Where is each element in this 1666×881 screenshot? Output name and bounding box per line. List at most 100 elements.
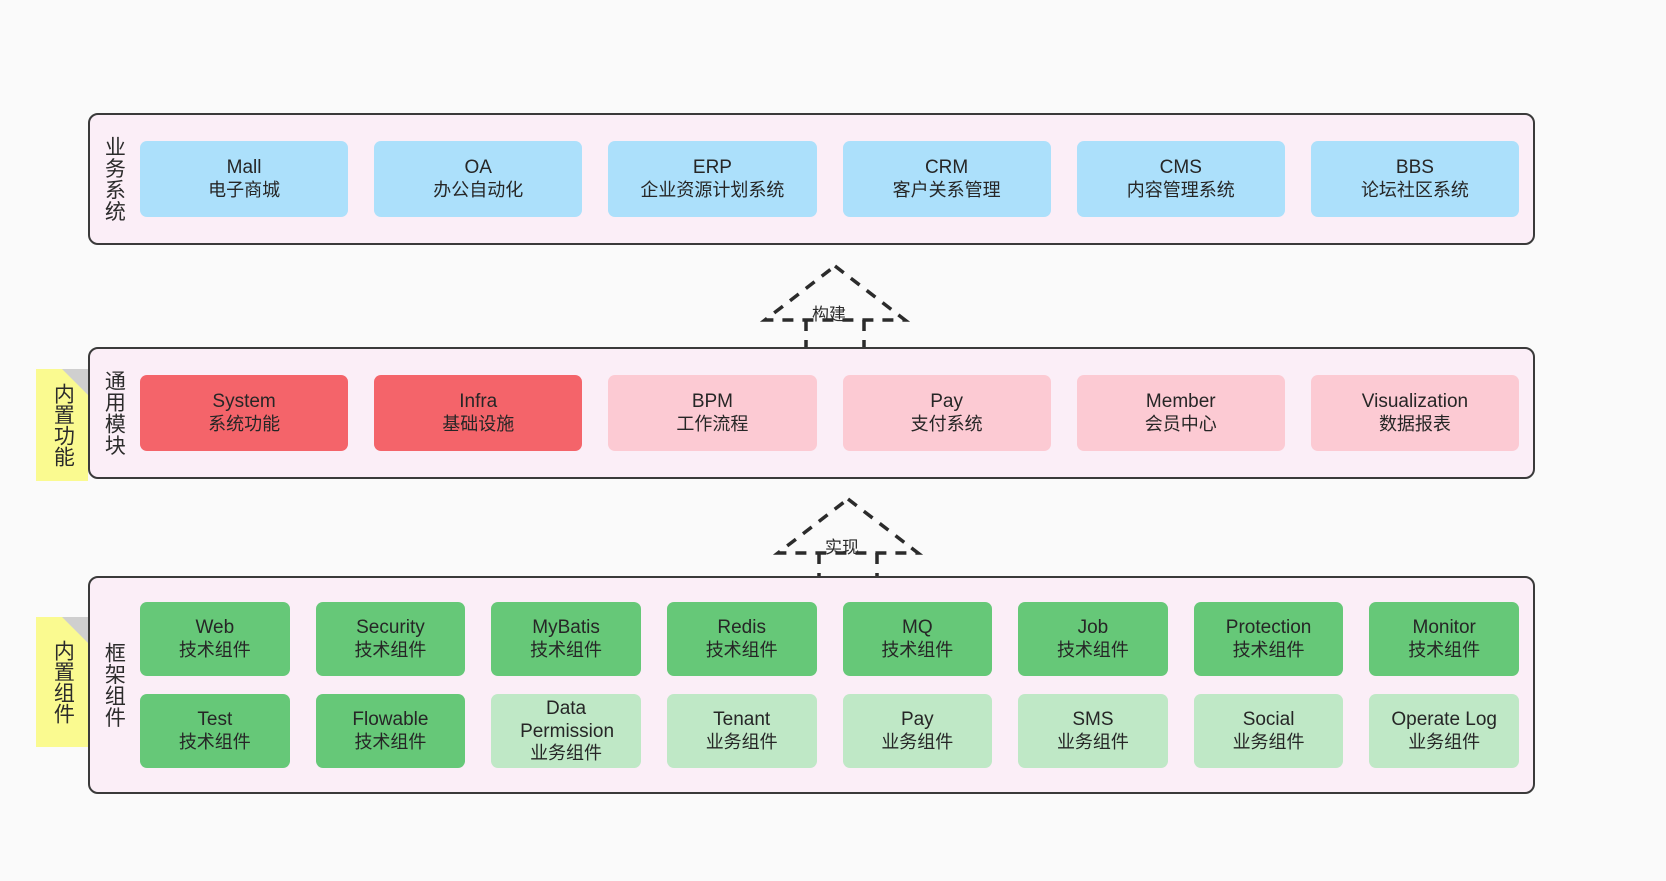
module-card-operate-log[interactable]: Operate Log 业务组件: [1369, 694, 1519, 768]
module-card-test[interactable]: Test 技术组件: [140, 694, 290, 768]
module-card-subtitle: 基础设施: [442, 413, 515, 434]
layer-title-framework-component: 框架组件: [102, 642, 126, 728]
module-card-subtitle: 技术组件: [1232, 639, 1305, 660]
module-card-title: Visualization: [1361, 391, 1469, 413]
module-card-title: System: [212, 391, 276, 413]
module-card-erp[interactable]: ERP 企业资源计划系统: [608, 141, 817, 217]
module-card-title: MyBatis: [532, 617, 600, 639]
module-card-subtitle: 业务组件: [1408, 731, 1481, 752]
module-card-web[interactable]: Web 技术组件: [140, 602, 290, 676]
module-card-title: Protection: [1225, 617, 1312, 639]
module-card-title: ERP: [692, 157, 732, 179]
module-card-subtitle: 电子商城: [208, 179, 281, 200]
module-card-security[interactable]: Security 技术组件: [315, 602, 466, 676]
module-card-subtitle: 业务组件: [530, 743, 603, 764]
layer-common-module[interactable]: 通用模块 System 系统功能 Infra 基础设施 BPM 工作流程 Pay…: [88, 347, 1535, 479]
layer-framework-component[interactable]: 框架组件 Web 技术组件 Security 技术组件 MyBatis 技术组件…: [88, 576, 1535, 794]
module-card-monitor[interactable]: Monitor 技术组件: [1369, 602, 1519, 676]
module-card-social[interactable]: Social 业务组件: [1193, 694, 1344, 768]
module-card-redis[interactable]: Redis 技术组件: [666, 602, 817, 676]
module-card-title: Tenant: [713, 709, 771, 731]
module-card-job[interactable]: Job 技术组件: [1018, 602, 1168, 676]
module-card-mq[interactable]: MQ 技术组件: [842, 602, 993, 676]
module-card-pay-component[interactable]: Pay 业务组件: [842, 694, 993, 768]
module-card-subtitle: 技术组件: [178, 639, 251, 660]
module-card-subtitle: 业务组件: [705, 731, 778, 752]
layer-business-system[interactable]: 业务系统 Mall 电子商城 OA 办公自动化 ERP 企业资源计划系统 CRM…: [88, 113, 1535, 245]
module-card-oa[interactable]: OA 办公自动化: [374, 141, 583, 217]
module-card-title: Infra: [459, 391, 498, 413]
layer-body-common-module: System 系统功能 Infra 基础设施 BPM 工作流程 Pay 支付系统…: [136, 349, 1533, 477]
layer-row: Test 技术组件 Flowable 技术组件 Data Permission …: [140, 694, 1519, 768]
module-card-infra[interactable]: Infra 基础设施: [374, 375, 583, 451]
module-card-title: Mall: [226, 157, 262, 179]
module-card-subtitle: 技术组件: [354, 639, 427, 660]
module-card-tenant[interactable]: Tenant 业务组件: [666, 694, 817, 768]
module-card-subtitle: 会员中心: [1144, 413, 1217, 434]
module-card-title: Pay: [930, 391, 963, 413]
module-card-subtitle: 内容管理系统: [1126, 179, 1235, 200]
module-card-mybatis[interactable]: MyBatis 技术组件: [491, 602, 641, 676]
module-card-title: Test: [197, 709, 233, 731]
layer-row: System 系统功能 Infra 基础设施 BPM 工作流程 Pay 支付系统…: [140, 375, 1520, 451]
connector-implement: 实现: [772, 495, 924, 580]
module-card-title: Flowable: [352, 709, 429, 731]
arrowhead-triangle: [759, 263, 911, 322]
note-built-in-features[interactable]: 内置功能: [36, 369, 88, 481]
arrow-shaft: [804, 320, 866, 347]
module-card-visualization[interactable]: Visualization 数据报表: [1310, 375, 1520, 451]
connector-build: 构建: [759, 262, 911, 347]
layer-row: Mall 电子商城 OA 办公自动化 ERP 企业资源计划系统 CRM 客户关系…: [140, 141, 1520, 217]
module-card-title: BPM: [691, 391, 734, 413]
module-card-title: Web: [195, 617, 235, 639]
module-card-subtitle: 技术组件: [881, 639, 954, 660]
module-card-pay[interactable]: Pay 支付系统: [842, 375, 1051, 451]
module-card-title: Operate Log: [1391, 709, 1497, 731]
module-card-subtitle: 业务组件: [881, 731, 954, 752]
module-card-subtitle: 业务组件: [1232, 731, 1305, 752]
module-card-subtitle: 业务组件: [1056, 731, 1129, 752]
layer-body-framework-component: Web 技术组件 Security 技术组件 MyBatis 技术组件 Redi…: [136, 578, 1533, 792]
module-card-subtitle: 技术组件: [530, 639, 603, 660]
connector-label-implement: 实现: [825, 538, 859, 557]
module-card-title: SMS: [1072, 709, 1114, 731]
connector-label-build: 构建: [812, 305, 846, 324]
module-card-cms[interactable]: CMS 内容管理系统: [1076, 141, 1285, 217]
module-card-subtitle: 论坛社区系统: [1360, 179, 1469, 200]
module-card-title: MQ: [902, 617, 933, 639]
module-card-subtitle: 系统功能: [208, 413, 281, 434]
layer-title-business-system: 业务系统: [102, 136, 126, 222]
module-card-sms[interactable]: SMS 业务组件: [1018, 694, 1168, 768]
note-fold-corner-icon: [62, 617, 88, 643]
module-card-subtitle: 技术组件: [354, 731, 427, 752]
note-built-in-components[interactable]: 内置组件: [36, 617, 88, 747]
module-card-subtitle: 办公自动化: [433, 179, 524, 200]
module-card-subtitle: 技术组件: [1408, 639, 1481, 660]
module-card-subtitle: 客户关系管理: [892, 179, 1001, 200]
module-card-subtitle: 工作流程: [676, 413, 749, 434]
note-label: 内置组件: [51, 640, 75, 724]
arrowhead-triangle: [772, 496, 924, 555]
module-card-subtitle: 企业资源计划系统: [640, 179, 785, 200]
module-card-data-permission[interactable]: Data Permission 业务组件: [491, 694, 641, 768]
module-card-member[interactable]: Member 会员中心: [1076, 375, 1285, 451]
module-card-title: Job: [1077, 617, 1109, 639]
layer-title-common-module: 通用模块: [102, 370, 126, 456]
layer-body-business-system: Mall 电子商城 OA 办公自动化 ERP 企业资源计划系统 CRM 客户关系…: [136, 115, 1533, 243]
module-card-crm[interactable]: CRM 客户关系管理: [842, 141, 1051, 217]
module-card-flowable[interactable]: Flowable 技术组件: [315, 694, 466, 768]
module-card-title: CRM: [924, 157, 969, 179]
arrow-shaft: [817, 553, 879, 580]
module-card-mall[interactable]: Mall 电子商城: [140, 141, 349, 217]
module-card-subtitle: 技术组件: [705, 639, 778, 660]
module-card-protection[interactable]: Protection 技术组件: [1193, 602, 1344, 676]
module-card-title: Redis: [717, 617, 766, 639]
module-card-bbs[interactable]: BBS 论坛社区系统: [1310, 141, 1520, 217]
module-card-subtitle: 技术组件: [1056, 639, 1129, 660]
module-card-bpm[interactable]: BPM 工作流程: [608, 375, 817, 451]
module-card-system[interactable]: System 系统功能: [140, 375, 349, 451]
module-card-title: OA: [464, 157, 492, 179]
module-card-title: Monitor: [1412, 617, 1476, 639]
note-fold-corner-icon: [62, 369, 88, 395]
